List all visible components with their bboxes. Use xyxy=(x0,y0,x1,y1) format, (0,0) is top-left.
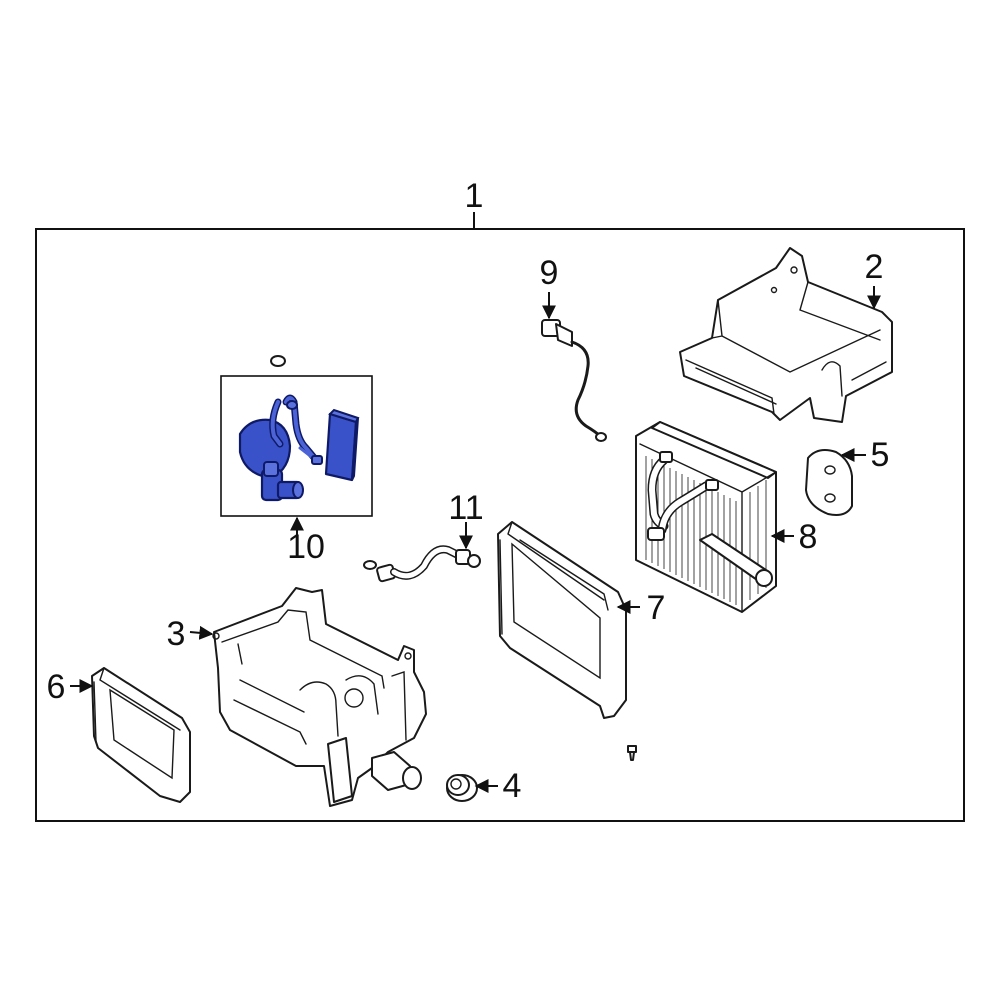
callout-10[interactable]: 10 xyxy=(287,528,325,566)
leader-3 xyxy=(189,625,214,640)
part-upper-case[interactable] xyxy=(679,247,893,423)
callout-11[interactable]: 11 xyxy=(448,489,483,527)
part-seal-frame[interactable] xyxy=(497,521,627,719)
part-evaporator-core[interactable] xyxy=(635,421,777,613)
part-expansion-valve[interactable] xyxy=(238,394,360,502)
part-seal-gasket[interactable] xyxy=(91,667,191,803)
callout-9[interactable]: 9 xyxy=(540,254,559,292)
callout-1[interactable]: 1 xyxy=(465,177,484,215)
callout-8[interactable]: 8 xyxy=(799,518,818,556)
part-grommet-seal[interactable] xyxy=(805,449,853,516)
part-lower-case[interactable] xyxy=(212,587,427,807)
callout-4[interactable]: 4 xyxy=(503,767,522,805)
part-sensor-wire[interactable] xyxy=(541,319,607,442)
callout-7[interactable]: 7 xyxy=(647,589,666,627)
callout-3[interactable]: 3 xyxy=(167,615,186,653)
part-refrigerant-tube[interactable] xyxy=(363,545,481,583)
part-drain-cap[interactable] xyxy=(446,774,478,802)
part-screw xyxy=(627,745,637,761)
callout-6[interactable]: 6 xyxy=(47,668,66,706)
o-ring-small xyxy=(270,355,286,367)
callout-2[interactable]: 2 xyxy=(865,248,884,286)
callout-5[interactable]: 5 xyxy=(871,436,890,474)
assembly-frame xyxy=(35,228,965,822)
